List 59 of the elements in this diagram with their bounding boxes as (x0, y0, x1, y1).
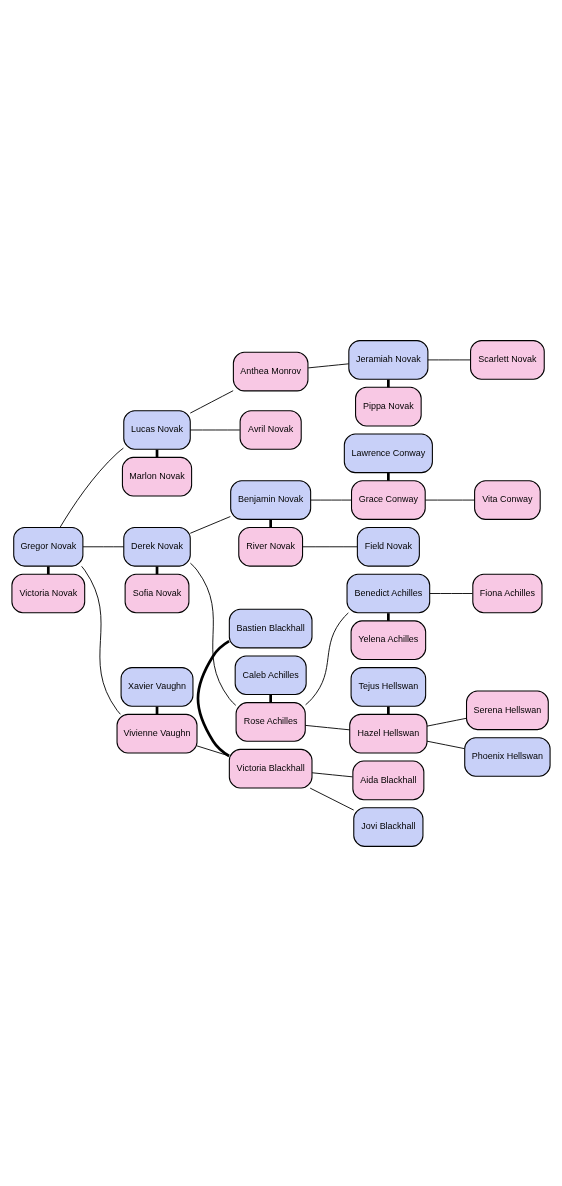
node-box: Avril Novak (239, 409, 302, 450)
connector (387, 612, 390, 621)
connector (424, 499, 475, 500)
node-box: Lucas Novak (123, 409, 191, 450)
connector (269, 694, 273, 703)
connector (427, 358, 471, 360)
node-box: Bastien Blackhall (228, 608, 313, 648)
connector (189, 389, 234, 414)
node-box: Tejus Hellswan (350, 666, 427, 707)
node-box: Grace Conway (351, 479, 426, 520)
node-box: Scarlett Novak (470, 339, 545, 380)
connector (304, 724, 351, 730)
node-box: Serena Hellswan (465, 689, 549, 730)
connector (59, 447, 124, 528)
connector (189, 429, 241, 430)
node-box: Benedict Achilles (346, 573, 431, 613)
connector (310, 499, 352, 500)
connector (309, 787, 355, 811)
connector (196, 639, 230, 757)
node-box: Jeramiah Novak (348, 339, 429, 380)
node-box: Hazel Hellswan (349, 713, 428, 753)
connector (429, 592, 473, 594)
connector (269, 519, 273, 527)
connector (189, 515, 231, 534)
node-box: Marlon Novak (121, 456, 193, 497)
node-box: Phoenix Hellswan (464, 736, 551, 777)
node-box: Fiona Achilles (472, 573, 543, 613)
connector (387, 472, 390, 481)
node-box: Derek Novak (123, 526, 191, 567)
node-box: Sofia Novak (124, 573, 190, 613)
connector (387, 379, 390, 387)
connector (46, 565, 50, 574)
connector (311, 771, 353, 777)
connector (81, 565, 121, 715)
node-box: Jovi Blackhall (353, 806, 424, 847)
connector (426, 717, 467, 727)
node-box: Gregor Novak (13, 526, 84, 567)
node-box: Pippa Novak (355, 386, 422, 426)
node-box: Anthea Monrov (232, 351, 309, 391)
node-box: Vivienne Vaughn (116, 713, 198, 753)
node-box: Xavier Vaughn (120, 666, 194, 707)
connector (82, 545, 125, 547)
connector (302, 545, 358, 547)
node-box: Vita Conway (474, 479, 541, 520)
node-box: Field Novak (356, 526, 420, 567)
node-box: Rose Achilles (235, 701, 306, 742)
connector (307, 362, 350, 368)
node-box: Caleb Achilles (234, 654, 307, 695)
connector (305, 611, 349, 705)
node-box: Victoria Novak (11, 573, 86, 613)
connector (189, 562, 237, 706)
connector (387, 706, 390, 714)
node-box: Lawrence Conway (343, 433, 433, 473)
node-box: Victoria Blackhall (228, 748, 313, 789)
node-box: Yelena Achilles (350, 619, 427, 660)
node-box: Benjamin Novak (230, 479, 312, 520)
node-box: Aida Blackhall (352, 760, 425, 800)
node-box: River Novak (238, 526, 304, 567)
connector (426, 740, 465, 749)
